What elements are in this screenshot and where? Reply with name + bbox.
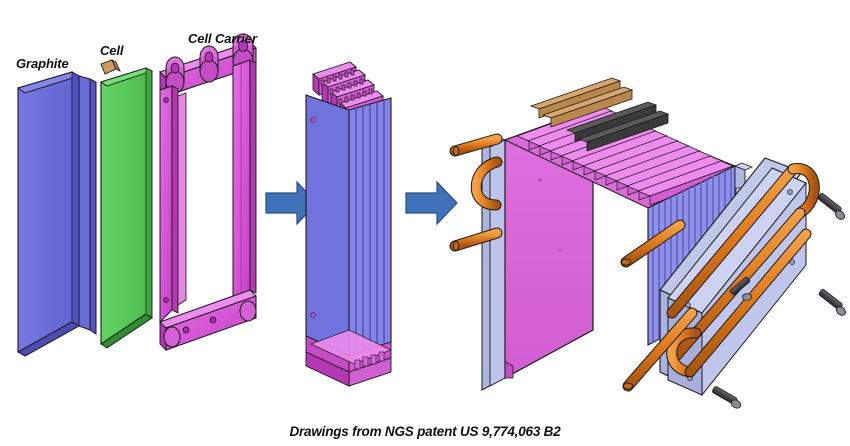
stack-bottom-tabs bbox=[305, 329, 393, 387]
stack-fins bbox=[355, 100, 385, 352]
module-top-deck bbox=[503, 77, 737, 209]
cold-plate-cooling-tubes bbox=[620, 163, 820, 392]
screw-2 bbox=[818, 289, 846, 316]
screw-1 bbox=[817, 193, 845, 220]
label-cell-carrier: Cell Carrier bbox=[188, 31, 257, 46]
graphite-plate bbox=[16, 71, 97, 357]
stack-top-tabs bbox=[312, 61, 384, 133]
battery-cell bbox=[99, 59, 154, 349]
arrow-2-icon bbox=[405, 180, 458, 226]
label-cell: Cell bbox=[100, 43, 124, 58]
screw-3 bbox=[712, 386, 742, 409]
cold-plate-center-screw bbox=[729, 276, 753, 301]
label-graphite: Graphite bbox=[16, 56, 69, 71]
assembled-cell-stack bbox=[305, 61, 393, 387]
module-busbars bbox=[529, 77, 670, 152]
figure-caption: Drawings from NGS patent US 9,774,063 B2 bbox=[289, 424, 561, 439]
left-cooling-tubes bbox=[449, 133, 503, 252]
cell-carrier-frame bbox=[159, 33, 257, 352]
